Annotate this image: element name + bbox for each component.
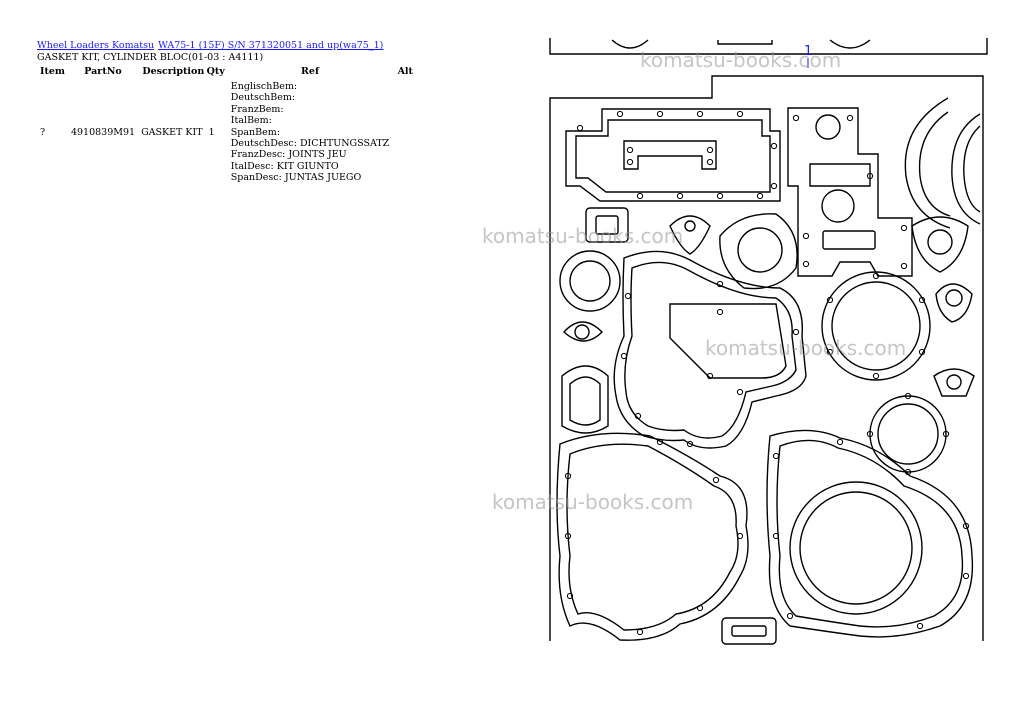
table-header-row: Item PartNo Description Qty Ref Alt xyxy=(37,66,418,81)
cell-description: GASKET KIT xyxy=(141,126,203,138)
ref-line: SpanBem: xyxy=(230,126,280,138)
ref-line: EnglischBem: xyxy=(230,81,298,92)
col-item: Item xyxy=(40,66,65,77)
ref-line: SpanDesc: JUNTAS JUEGO xyxy=(230,172,362,184)
cell-ref: EnglischBem: DeutschBem: FranzBem: ItalB… xyxy=(228,81,392,184)
col-description: Description xyxy=(142,66,205,77)
ref-line: FranzBem: xyxy=(230,103,284,115)
callout-number: 1 xyxy=(804,44,812,59)
col-partno: PartNo xyxy=(84,66,122,77)
parts-table: Item PartNo Description Qty Ref Alt ? 49… xyxy=(37,66,418,184)
table-row: ? 4910839M91 GASKET KIT 1 EnglischBem: D… xyxy=(37,81,418,184)
breadcrumb-link-catalog[interactable]: Wheel Loaders Komatsu xyxy=(37,40,155,51)
ref-line: DeutschDesc: DICHTUNGSSATZ xyxy=(230,138,390,150)
page-title: GASKET KIT, CYLINDER BLOC(01-03 : A4111) xyxy=(37,52,264,63)
cell-item: ? xyxy=(40,126,46,138)
ref-line: DeutschBem: xyxy=(230,92,296,104)
breadcrumb-link-model[interactable]: WA75-1 (15F) S/N 371320051 and up(wa75_1… xyxy=(158,40,384,51)
ref-line: ItalDesc: KIT GIUNTO xyxy=(230,160,339,172)
cell-alt xyxy=(392,81,418,184)
cell-partno: 4910839M91 xyxy=(70,126,136,138)
ref-line: ItalBem: xyxy=(230,115,272,127)
col-alt: Alt xyxy=(397,66,413,77)
cell-qty: 1 xyxy=(208,126,215,138)
col-qty: Qty xyxy=(206,66,225,77)
ref-line: FranzDesc: JOINTS JEU xyxy=(230,149,347,161)
col-ref: Ref xyxy=(301,66,320,77)
gasket-kit-drawing: 1 xyxy=(549,38,988,645)
